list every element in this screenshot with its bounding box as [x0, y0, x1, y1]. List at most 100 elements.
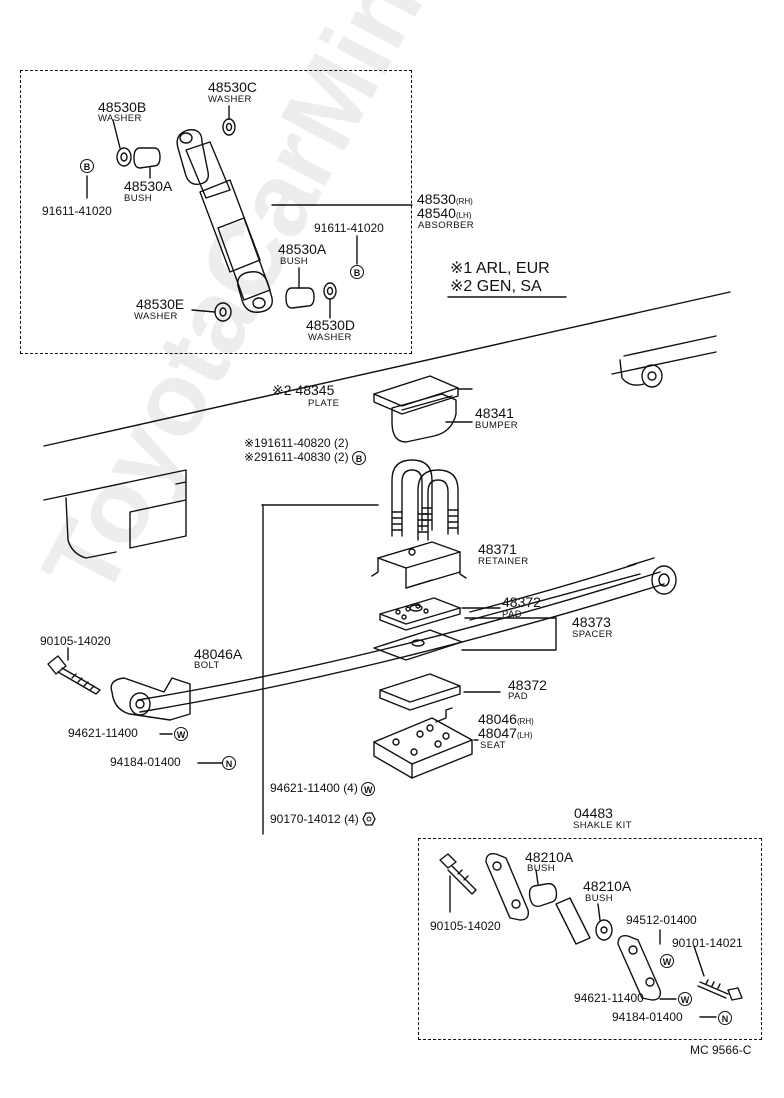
- retainer-name: RETAINER: [478, 556, 529, 567]
- bolt-1-part-no: 91611-40820: [260, 436, 331, 450]
- absorber-lh-part-no: 48540: [417, 205, 456, 221]
- retainer-part-no[interactable]: 48371: [478, 541, 517, 557]
- seat-rh-line[interactable]: 48046(RH): [478, 712, 534, 726]
- absorber-lh-line[interactable]: 48540(LH): [417, 206, 472, 220]
- bolt-1-prefix: ※1: [244, 436, 261, 450]
- front-nut-mark-n-icon: N: [222, 756, 236, 770]
- pad-upper-name: PAD: [502, 609, 523, 620]
- shackle-washer-s-mark-w-icon: W: [660, 954, 674, 968]
- bush-a-upper-name: BUSH: [124, 193, 152, 204]
- absorber-rh-suffix: (RH): [455, 197, 473, 206]
- bumper-part-no[interactable]: 48341: [475, 405, 514, 421]
- seat-lh-part-no: 48047: [478, 725, 517, 741]
- front-washer-mark-w-icon: W: [174, 727, 188, 741]
- front-washer-part-no: 94621-11400: [68, 726, 138, 740]
- note-1-text: ARL, EUR: [475, 260, 550, 277]
- spacer-name: SPACER: [572, 629, 613, 640]
- note-1-symbol: ※1: [450, 260, 473, 277]
- absorber-name: ABSORBER: [418, 220, 474, 231]
- bolt-lower-mark-b-icon: B: [350, 265, 364, 279]
- vehicle-frame-drawing: [43, 291, 731, 559]
- hex-nut-icon: [362, 812, 376, 828]
- bolt-2-line[interactable]: ※291611-40830 (2) B: [244, 451, 366, 465]
- absorber-lh-suffix: (LH): [455, 211, 472, 220]
- absorber-rh-part-no: 48530: [417, 191, 456, 207]
- washer-e-name: WASHER: [134, 311, 178, 322]
- pad-upper-part-no[interactable]: 48372: [502, 594, 541, 610]
- bolt-2-prefix: ※2: [244, 450, 261, 465]
- bolt-2-mark-b-icon: B: [351, 451, 366, 465]
- washer-c-part-no[interactable]: 48530C: [208, 79, 258, 95]
- washer-d-name: WASHER: [308, 332, 352, 343]
- bolt-lower-part-no[interactable]: 91611-41020: [314, 221, 384, 235]
- shackle-washer-w-part-no[interactable]: 94621-11400: [574, 991, 644, 1005]
- note-2-symbol: ※2: [450, 278, 473, 295]
- seat-lh-suffix: (LH): [516, 731, 533, 740]
- front-washer-line[interactable]: 94621-11400: [68, 727, 138, 739]
- u-bolt-drawing: [261, 459, 459, 541]
- pads-drawing: [373, 597, 557, 711]
- bumper-name: BUMPER: [475, 420, 519, 431]
- shackle-kit-drawing: [439, 852, 743, 1018]
- shackle-bolt-a-part-no[interactable]: 90105-14020: [430, 919, 501, 933]
- seat-name: SEAT: [480, 740, 506, 751]
- seat-lh-line[interactable]: 48047(LH): [478, 726, 533, 740]
- nut-4-qty: (4): [344, 812, 359, 827]
- retainer-drawing: [371, 541, 467, 589]
- figure-code: MC 9566-C: [690, 1043, 752, 1057]
- shock-absorber-box: [20, 70, 412, 354]
- bolt-upper-part-no[interactable]: 91611-41020: [42, 204, 112, 218]
- plate-prefix: ※2: [272, 382, 292, 398]
- shackle-washer-s-part-no[interactable]: 94512-01400: [626, 913, 697, 927]
- plate-line[interactable]: ※2 48345: [272, 383, 334, 397]
- bolt-upper-mark-b-icon: B: [80, 159, 94, 173]
- pad-lower-part-no[interactable]: 48372: [508, 677, 547, 693]
- leaf-spring-drawing: [110, 557, 677, 721]
- shock-absorber-drawing: [86, 105, 413, 322]
- bush-a-lower-name: BUSH: [280, 256, 308, 267]
- shackle-kit-part-no[interactable]: 04483: [574, 805, 613, 821]
- washer-4-qty: (4): [343, 781, 358, 796]
- front-bolt-drawing: [47, 504, 264, 835]
- absorber-rh-line[interactable]: 48530(RH): [417, 192, 473, 206]
- washer-e-part-no[interactable]: 48530E: [136, 296, 185, 312]
- shackle-bush-1-part-no[interactable]: 48210A: [525, 849, 574, 865]
- seat-rh-part-no: 48046: [478, 711, 517, 727]
- bolt-2-part-no: 91611-40830: [260, 450, 331, 465]
- washer-d-part-no[interactable]: 48530D: [306, 317, 356, 333]
- pad-lower-name: PAD: [508, 691, 529, 702]
- shackle-kit-box: [418, 838, 762, 1040]
- front-bolt-part-no[interactable]: 90105-14020: [40, 634, 111, 648]
- shackle-bush-2-name: BUSH: [585, 893, 613, 904]
- shackle-bush-2-part-no[interactable]: 48210A: [583, 878, 632, 894]
- front-nut-part-no[interactable]: 94184-01400: [110, 755, 181, 769]
- washer-4-mark-w-icon: W: [361, 782, 376, 796]
- shackle-kit-name: SHAKLE KIT: [573, 820, 632, 831]
- note-2-text: GEN, SA: [476, 278, 542, 295]
- washer-4-part-no: 94621-11400: [270, 781, 340, 796]
- washer-4-line[interactable]: 94621-11400 (4) W: [270, 781, 376, 796]
- shackle-washer-w-mark-w-icon: W: [678, 992, 692, 1006]
- plate-bumper-drawing: [373, 375, 473, 443]
- u-bolt-part-no[interactable]: 48046A: [194, 646, 243, 662]
- bolt-2-qty: (2): [333, 450, 349, 465]
- nut-4-part-no: 90170-14012: [270, 812, 341, 827]
- bolt-1-qty: (2): [333, 436, 349, 450]
- spacer-part-no[interactable]: 48373: [572, 614, 611, 630]
- nut-4-line[interactable]: 90170-14012 (4): [270, 812, 376, 828]
- washer-b-part-no[interactable]: 48530B: [98, 99, 147, 115]
- plate-name: PLATE: [308, 398, 340, 409]
- bolt-1-line[interactable]: ※191611-40820 (2): [244, 437, 349, 449]
- shackle-bush-1-name: BUSH: [527, 863, 555, 874]
- u-bolt-name: BOLT: [194, 660, 220, 671]
- note-2: ※2 GEN, SA: [450, 279, 542, 295]
- bush-a-lower-part-no[interactable]: 48530A: [278, 241, 327, 257]
- shackle-nut-n-part-no[interactable]: 94184-01400: [612, 1010, 683, 1024]
- note-1: ※1 ARL, EUR: [450, 261, 550, 277]
- washer-b-name: WASHER: [98, 113, 142, 124]
- shackle-bolt-b-part-no[interactable]: 90101-14021: [672, 936, 743, 950]
- plate-part-no: 48345: [295, 382, 335, 398]
- seat-rh-suffix: (RH): [516, 717, 534, 726]
- bush-a-upper-part-no[interactable]: 48530A: [124, 178, 173, 194]
